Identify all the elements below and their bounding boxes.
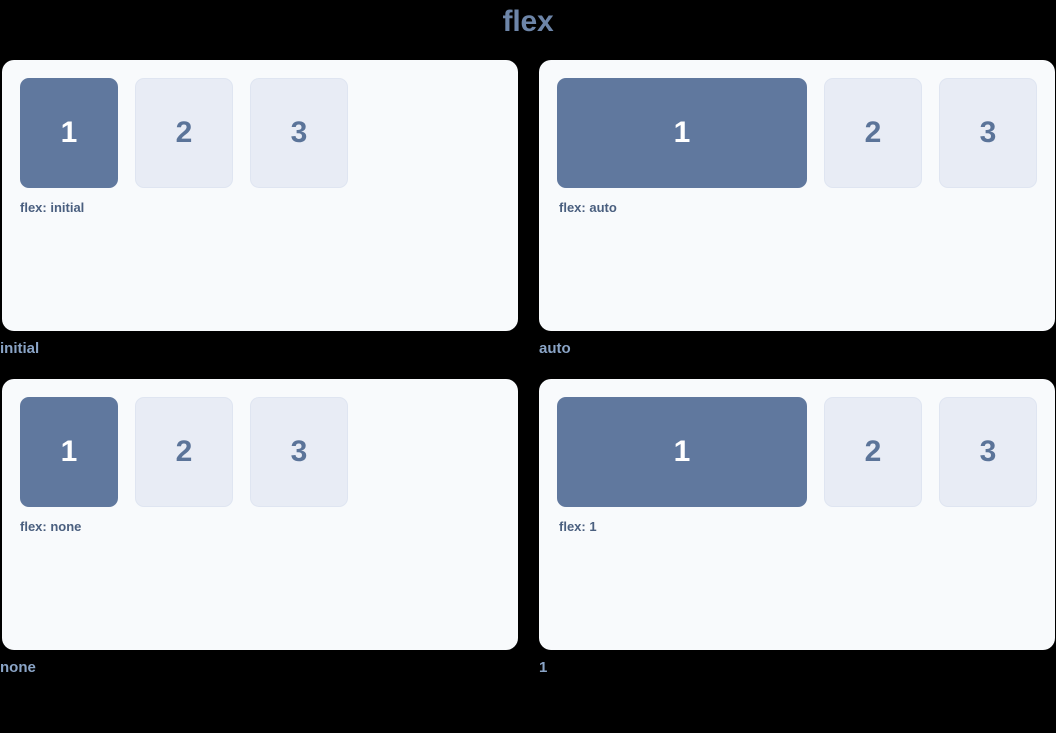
demo-card-one: 1 2 3 flex: 1 bbox=[539, 379, 1055, 650]
demo-caption-initial: flex: initial bbox=[20, 200, 85, 215]
demo-one: 1 2 3 flex: 1 1 bbox=[539, 379, 1055, 677]
flex-item-2: 2 bbox=[824, 78, 922, 188]
flex-item-3: 3 bbox=[939, 78, 1037, 188]
flex-container-auto: 1 2 3 bbox=[557, 78, 1037, 188]
demo-card-none: 1 2 3 flex: none bbox=[2, 379, 518, 650]
flex-container-initial: 1 2 3 bbox=[20, 78, 500, 188]
demo-none: 1 2 3 flex: none none bbox=[0, 379, 518, 677]
demo-caption-none: flex: none bbox=[20, 519, 82, 534]
flex-item-3: 3 bbox=[939, 397, 1037, 507]
demo-label-one: 1 bbox=[539, 659, 548, 676]
demo-caption-auto: flex: auto bbox=[559, 200, 617, 215]
flex-item-1: 1 bbox=[20, 78, 118, 188]
demo-label-initial: initial bbox=[0, 340, 40, 357]
flex-item-2: 2 bbox=[824, 397, 922, 507]
demo-card-initial: 1 2 3 flex: initial bbox=[2, 60, 518, 331]
flex-item-3: 3 bbox=[250, 78, 348, 188]
flex-container-one: 1 2 3 bbox=[557, 397, 1037, 507]
flex-item-2: 2 bbox=[135, 397, 233, 507]
page-title: flex bbox=[502, 5, 554, 38]
flex-item-2: 2 bbox=[135, 78, 233, 188]
flex-item-1: 1 bbox=[20, 397, 118, 507]
demo-label-auto: auto bbox=[539, 340, 571, 357]
demo-label-none: none bbox=[0, 659, 36, 676]
demo-initial: 1 2 3 flex: initial initial bbox=[0, 60, 518, 358]
demo-card-auto: 1 2 3 flex: auto bbox=[539, 60, 1055, 331]
demo-caption-one: flex: 1 bbox=[559, 519, 597, 534]
flex-item-1: 1 bbox=[557, 397, 807, 507]
demo-grid: 1 2 3 flex: initial initial 1 2 3 flex: … bbox=[0, 60, 1056, 677]
flex-item-1: 1 bbox=[557, 78, 807, 188]
flex-item-3: 3 bbox=[250, 397, 348, 507]
demo-auto: 1 2 3 flex: auto auto bbox=[539, 60, 1055, 358]
flex-container-none: 1 2 3 bbox=[20, 397, 500, 507]
